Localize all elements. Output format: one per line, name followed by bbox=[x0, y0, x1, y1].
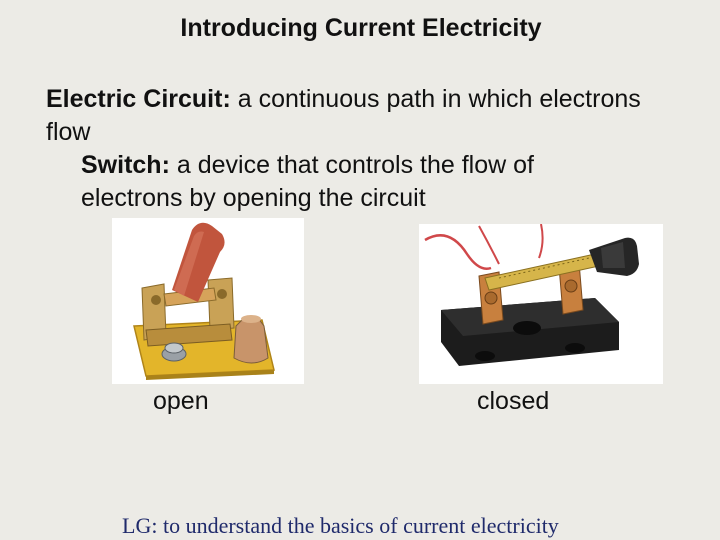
definition-electric-circuit: Electric Circuit: a continuous path in w… bbox=[46, 83, 646, 149]
term-electric-circuit: Electric Circuit: bbox=[46, 85, 231, 113]
closed-switch-photo bbox=[419, 224, 663, 384]
caption-open: open bbox=[153, 387, 209, 415]
definition-switch-text: a device that controls the flow of elect… bbox=[81, 151, 534, 212]
open-knife-switch-icon bbox=[133, 222, 275, 380]
definition-switch: Switch: a device that controls the flow … bbox=[81, 149, 641, 215]
term-switch: Switch: bbox=[81, 151, 170, 179]
learning-goal: LG: to understand the basics of current … bbox=[122, 513, 682, 539]
open-switch-photo bbox=[112, 218, 304, 384]
closed-knife-switch-icon bbox=[424, 224, 639, 366]
caption-closed: closed bbox=[477, 387, 550, 415]
definition-electric-circuit-text: a continuous path in which electrons flo… bbox=[46, 85, 641, 146]
learning-goal-text: to understand the basics of current elec… bbox=[157, 513, 559, 538]
slide-title: Introducing Current Electricity bbox=[180, 14, 542, 42]
learning-goal-label: LG: bbox=[122, 513, 158, 538]
